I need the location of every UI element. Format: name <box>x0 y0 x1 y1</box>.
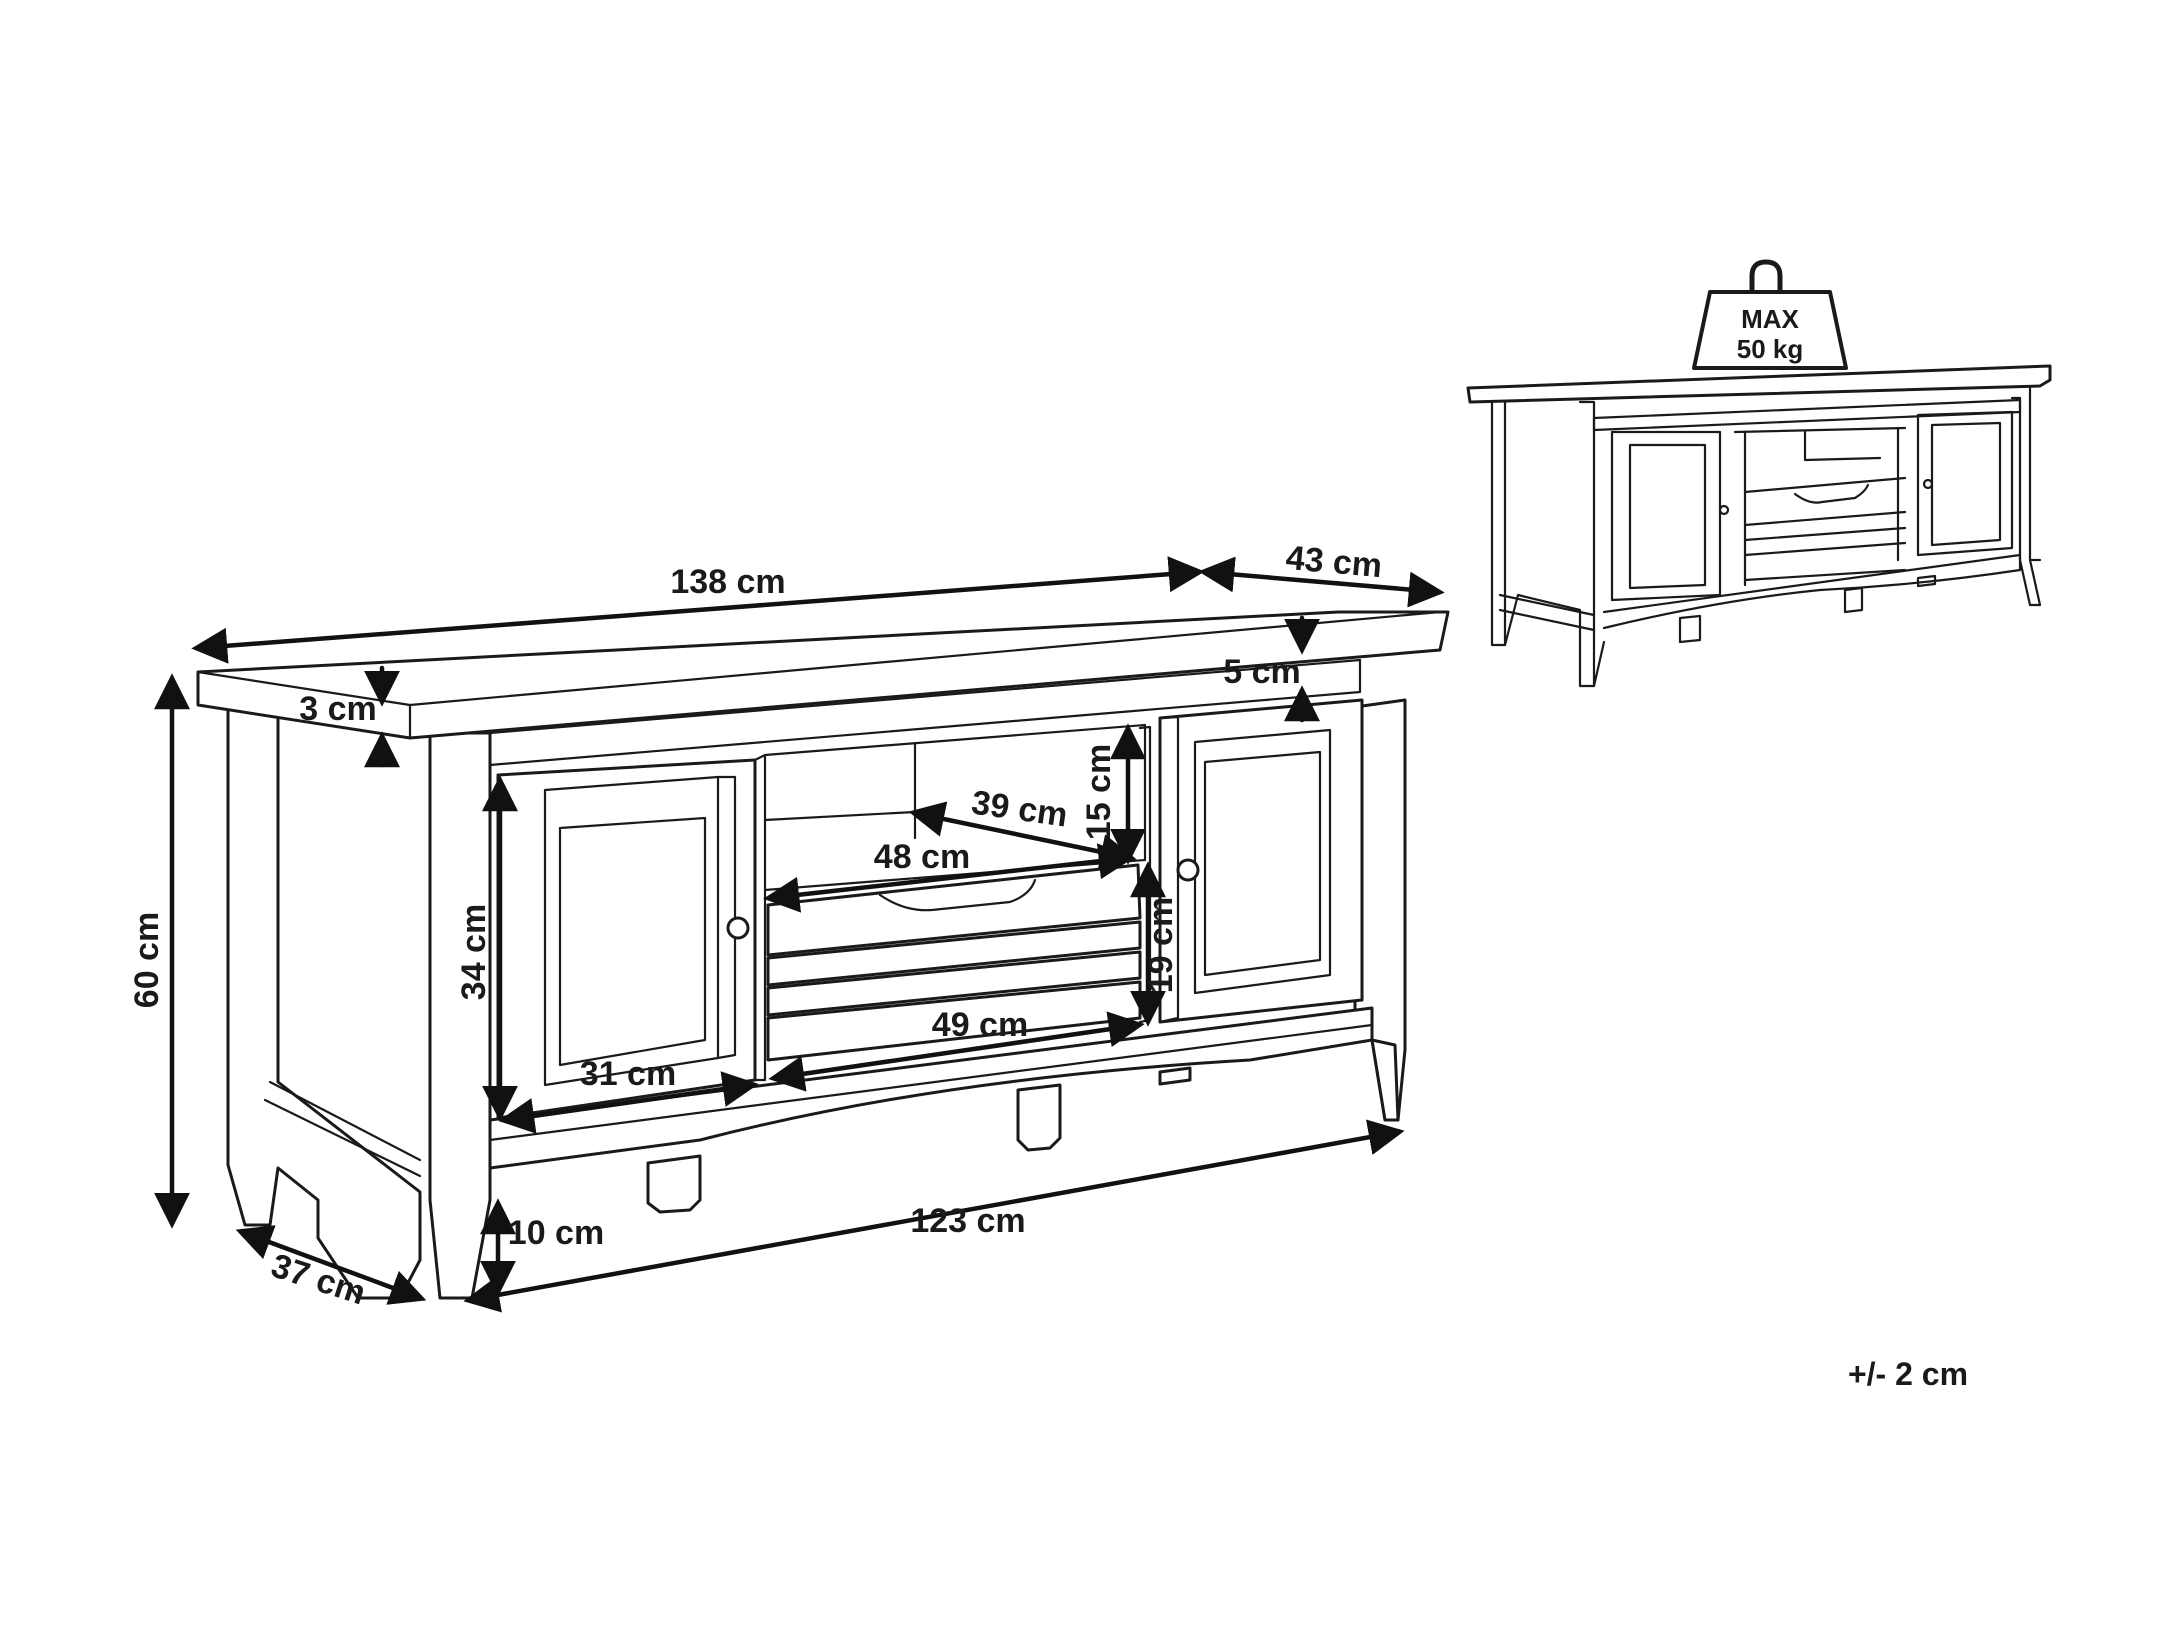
cabinet-width-arrow <box>498 1071 759 1134</box>
base-depth-arrow <box>235 1225 427 1305</box>
label-height: 60 cm <box>128 912 166 1008</box>
label-cabinet-width: 31 cm <box>580 1055 676 1093</box>
label-compartment-width: 49 cm <box>932 1006 1028 1044</box>
dimension-lines <box>154 556 1445 1313</box>
weight-line-2: 50 kg <box>1737 334 1804 364</box>
left-door-knob <box>726 916 750 940</box>
preview-top <box>1466 364 2052 404</box>
weight-icon: MAX 50 kg <box>1692 259 1848 370</box>
main-tv-stand <box>196 610 1450 1300</box>
inner-width-arrow <box>463 1119 1405 1313</box>
inner-leg-left <box>646 1154 702 1214</box>
inner-leg-right <box>1016 1083 1062 1152</box>
label-inner-width: 123 cm <box>910 1202 1025 1240</box>
inner-leg-back <box>1158 1066 1192 1086</box>
left-side-panel <box>226 705 422 1300</box>
label-drawer-width: 48 cm <box>874 838 970 876</box>
dimension-labels: 138 cm 43 cm 60 cm 3 cm 5 cm 15 cm 39 cm… <box>128 539 1384 1313</box>
label-open-shelf-height: 15 cm <box>1080 744 1118 840</box>
compartment-width-arrow <box>768 1011 1145 1092</box>
label-width: 138 cm <box>670 563 785 601</box>
load-preview-stand <box>1466 364 2052 688</box>
label-depth: 43 cm <box>1284 539 1383 585</box>
label-leg-height: 10 cm <box>508 1214 604 1252</box>
weight-line-1: MAX <box>1741 304 1799 334</box>
drawer-width-arrow <box>763 843 1135 913</box>
label-drawer-height: 19 cm <box>1142 897 1180 993</box>
label-top-thickness: 3 cm <box>299 690 377 728</box>
label-top-overhang: 5 cm <box>1223 653 1301 691</box>
right-door-knob <box>1176 858 1200 882</box>
label-cabinet-height: 34 cm <box>455 904 493 1000</box>
front-left-post <box>428 731 492 1300</box>
tolerance-note: +/- 2 cm <box>1848 1356 1968 1392</box>
depth-arrow <box>1198 556 1445 608</box>
width-arrow <box>191 556 1205 664</box>
